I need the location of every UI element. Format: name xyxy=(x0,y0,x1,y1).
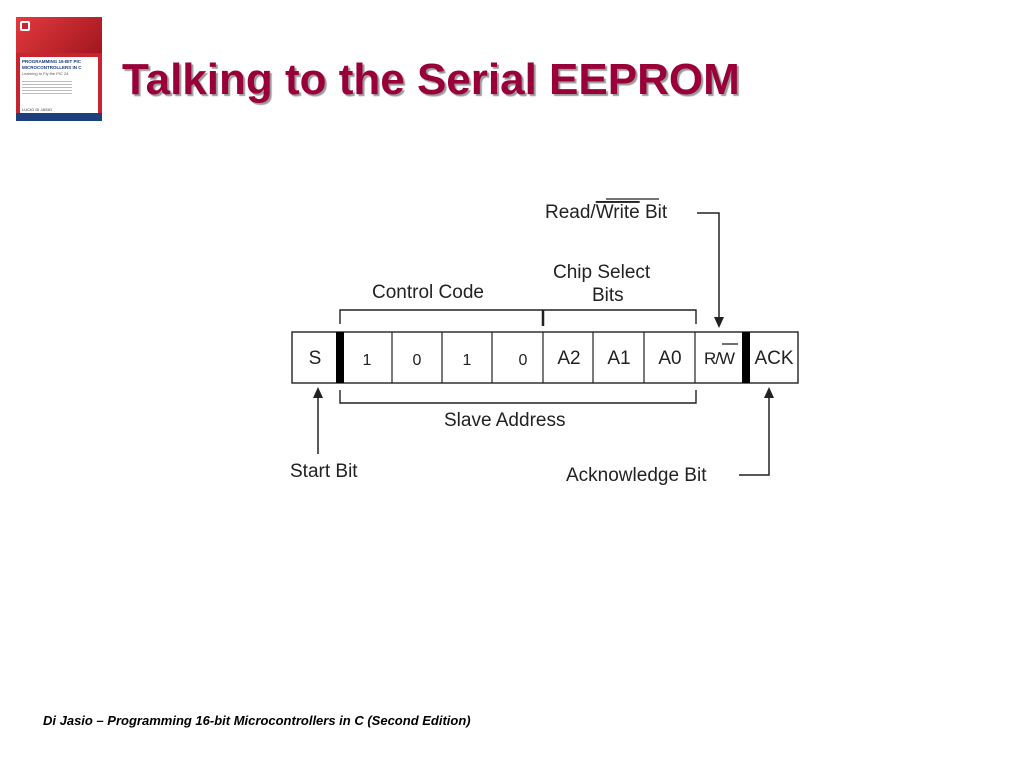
ack-separator xyxy=(742,332,750,383)
slide-footer: Di Jasio – Programming 16-bit Microcontr… xyxy=(43,713,471,728)
i2c-control-byte-diagram: Read/Write Bit Control Code Chip Select … xyxy=(290,198,799,486)
read-write-bit-label: Read/Write Bit xyxy=(545,202,668,223)
bit-cell-a1: A1 xyxy=(607,348,630,369)
bit-cell-control-1: 1 xyxy=(363,352,372,369)
book-cover-footer-band xyxy=(16,113,102,121)
book-cover-text-lines xyxy=(22,81,72,95)
bit-cell-ack: ACK xyxy=(754,348,793,369)
bit-cell-s: S xyxy=(309,348,322,369)
slave-address-bracket xyxy=(339,390,697,404)
book-cover-image: PROGRAMMING 16-BIT PIC MICROCONTROLLERS … xyxy=(16,17,102,121)
book-cover-subtitle: Learning to Fly the PIC 24 xyxy=(22,71,69,76)
bit-row-frame xyxy=(291,331,799,384)
start-bit-separator xyxy=(336,332,344,383)
slide-title: Talking to the Serial EEPROM xyxy=(122,55,740,104)
slave-address-label: Slave Address xyxy=(444,410,565,431)
publisher-logo-icon xyxy=(20,21,30,31)
chip-select-label: Chip Select Bits xyxy=(553,262,655,306)
control-code-bracket xyxy=(339,309,697,324)
bit-cell-control-2: 0 xyxy=(413,352,422,369)
book-cover-author: LUCIO DI JASIO xyxy=(22,107,53,112)
start-bit-arrow-icon xyxy=(313,387,323,398)
bit-cell-control-3: 1 xyxy=(463,352,472,369)
book-cover-panel: PROGRAMMING 16-BIT PIC MICROCONTROLLERS … xyxy=(20,57,98,115)
acknowledge-arrow-icon xyxy=(764,387,774,398)
bit-cell-rw: R/W xyxy=(704,349,735,368)
read-write-leader-line xyxy=(697,212,720,318)
acknowledge-bit-label: Acknowledge Bit xyxy=(566,465,707,486)
acknowledge-leader-line xyxy=(739,395,770,476)
book-cover-title: PROGRAMMING 16-BIT PIC MICROCONTROLLERS … xyxy=(22,59,82,70)
bit-cell-a2: A2 xyxy=(557,348,580,369)
read-write-arrow-icon xyxy=(714,317,724,328)
start-bit-label: Start Bit xyxy=(290,461,358,482)
control-code-label: Control Code xyxy=(372,282,484,303)
book-cover-header-band xyxy=(16,17,102,53)
bit-cell-a0: A0 xyxy=(658,348,681,369)
bit-cell-control-4: 0 xyxy=(519,352,528,369)
